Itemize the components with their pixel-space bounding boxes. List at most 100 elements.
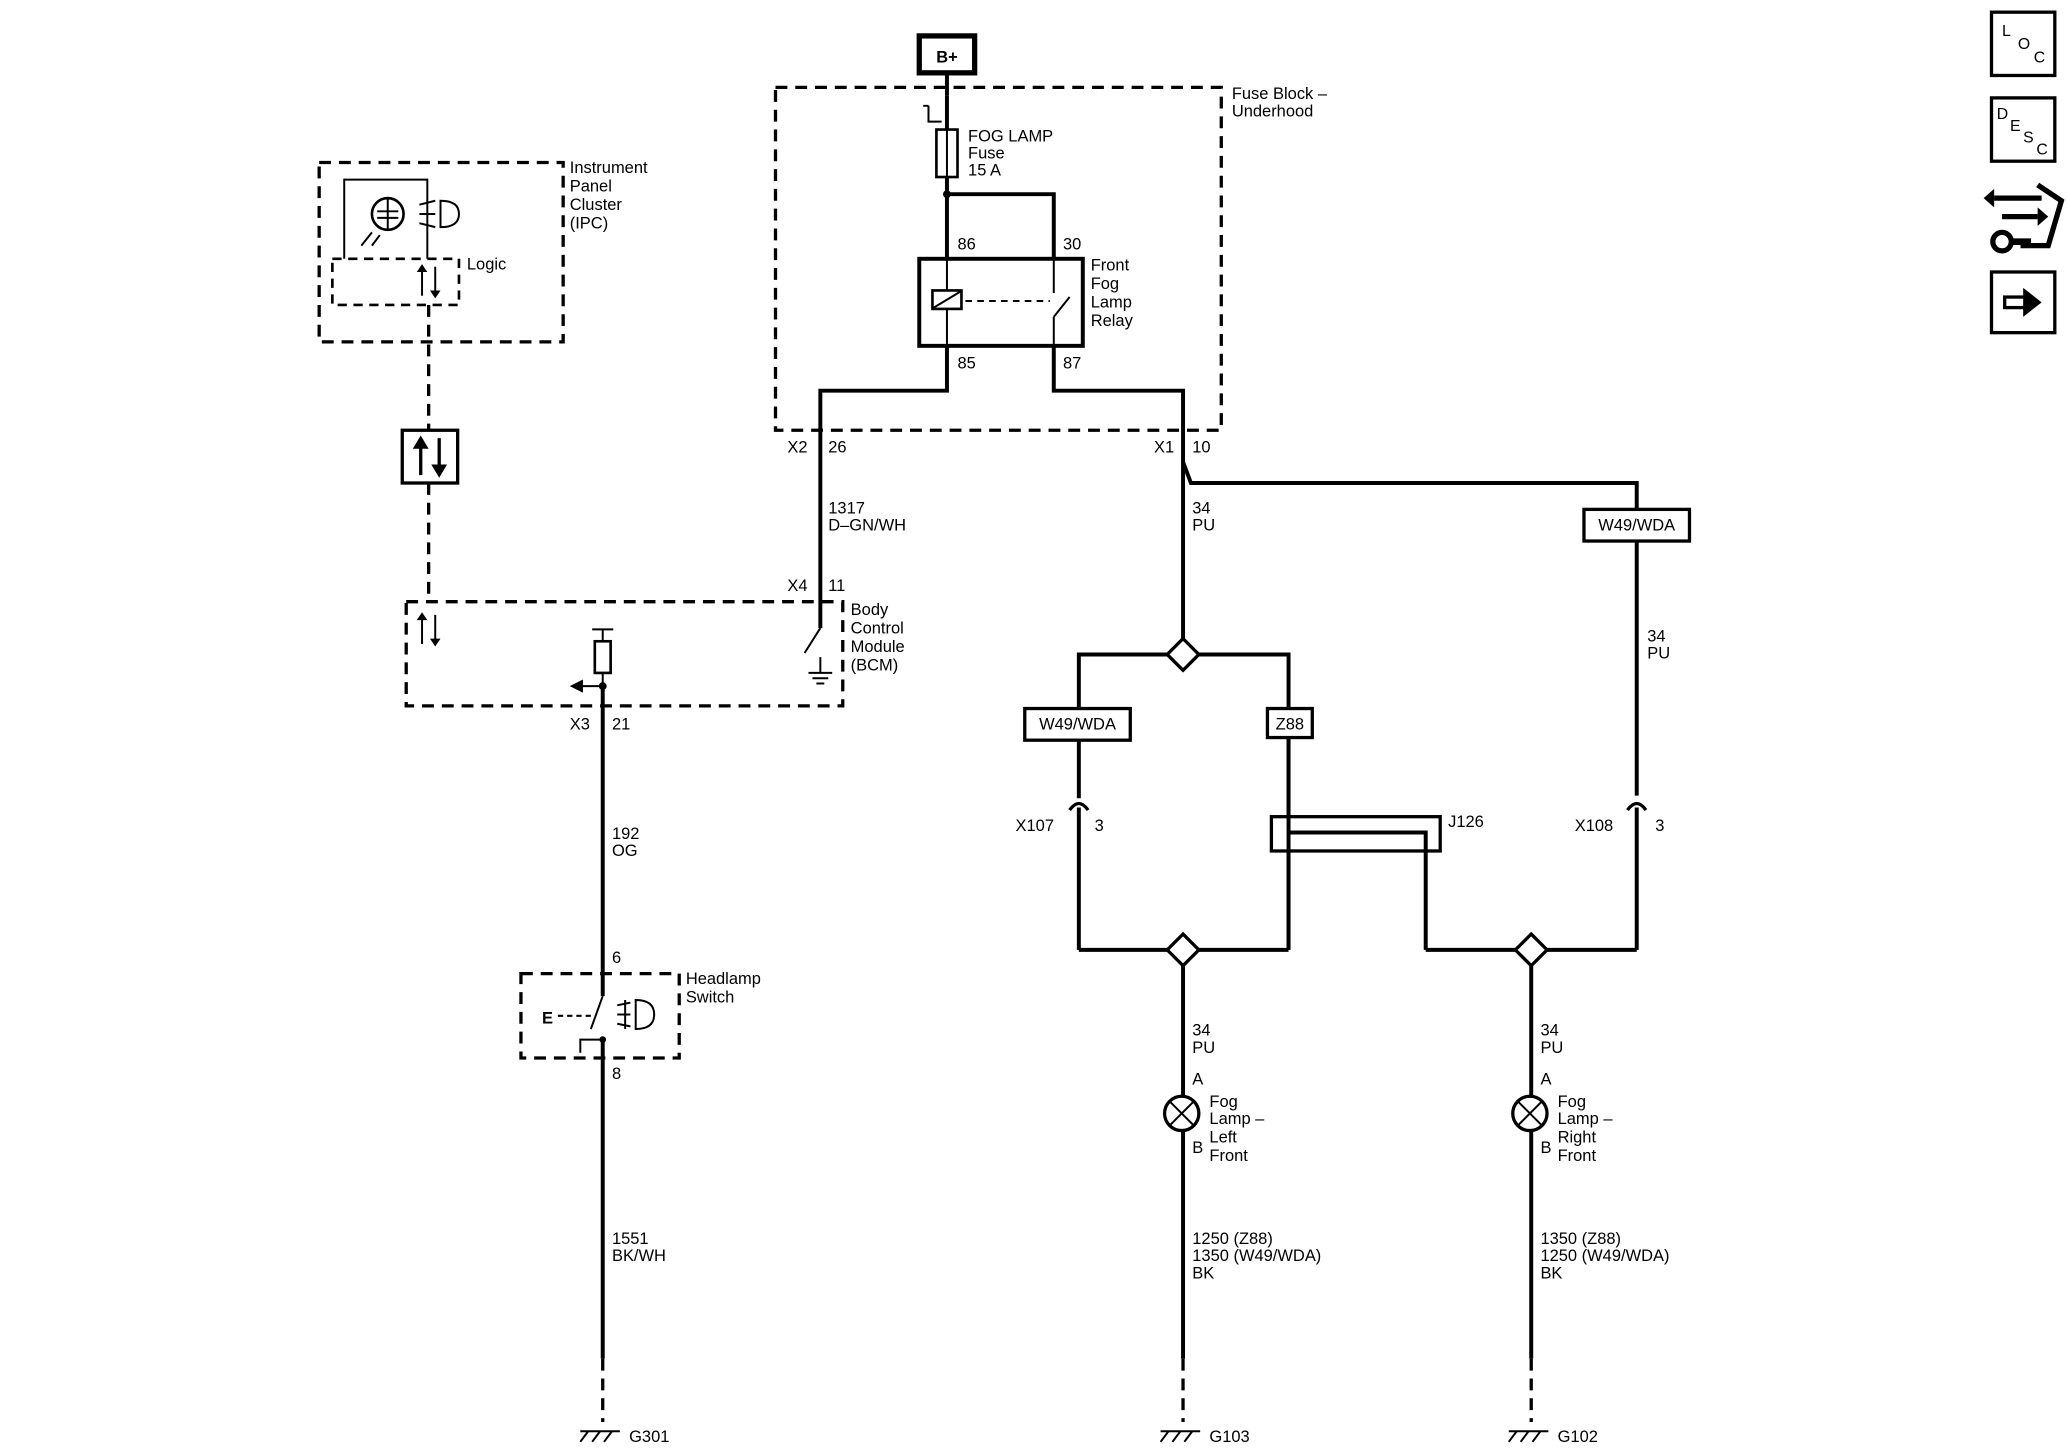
wrench-arrows-icon: [1983, 182, 2065, 254]
fog-lamp-fuse: [935, 128, 959, 179]
svg-text:34: 34: [1192, 499, 1210, 517]
svg-text:30: 30: [1063, 236, 1081, 254]
front-fog-lamp-relay: [917, 256, 1085, 348]
ground-g301-icon: [579, 1430, 620, 1443]
svg-text:Lamp –: Lamp –: [1209, 1110, 1265, 1128]
svg-text:FOG LAMP: FOG LAMP: [968, 127, 1053, 145]
serial-data-icon: [400, 428, 460, 485]
splice-left: [1164, 931, 1202, 969]
svg-text:6: 6: [612, 949, 621, 967]
svg-text:1250 (Z88): 1250 (Z88): [1192, 1230, 1273, 1248]
svg-text:34: 34: [1540, 1022, 1558, 1040]
svg-text:Fuse: Fuse: [968, 145, 1005, 163]
svg-text:PU: PU: [1540, 1039, 1563, 1057]
svg-text:(IPC): (IPC): [570, 214, 608, 232]
svg-text:BK/WH: BK/WH: [612, 1247, 666, 1265]
svg-text:X108: X108: [1575, 817, 1613, 835]
svg-text:X1: X1: [1154, 439, 1174, 457]
fog-lamp-right-front: [1511, 1094, 1549, 1133]
svg-text:1551: 1551: [612, 1230, 649, 1248]
svg-text:Right: Right: [1558, 1128, 1597, 1146]
svg-text:BK: BK: [1192, 1264, 1214, 1282]
svg-text:PU: PU: [1647, 644, 1670, 662]
svg-text:E: E: [2010, 118, 2021, 135]
svg-text:E: E: [542, 1010, 553, 1028]
svg-text:26: 26: [828, 439, 846, 457]
svg-text:L: L: [2002, 23, 2011, 40]
instrument-panel-cluster: [317, 160, 565, 344]
svg-text:34: 34: [1192, 1022, 1210, 1040]
fuse-block-underhood: [773, 85, 1223, 432]
option-w49-wda-top-right: W49/WDA: [1582, 507, 1692, 543]
svg-text:Front: Front: [1209, 1147, 1248, 1165]
svg-text:86: 86: [958, 236, 976, 254]
svg-text:J126: J126: [1448, 813, 1484, 831]
next-button[interactable]: [1989, 270, 2057, 335]
svg-text:Fuse Block –: Fuse Block –: [1232, 85, 1328, 103]
fog-indicator-icon: [360, 196, 460, 247]
svg-text:8: 8: [612, 1065, 621, 1083]
svg-text:PU: PU: [1192, 1039, 1215, 1057]
svg-text:X4: X4: [787, 577, 807, 595]
svg-text:BK: BK: [1540, 1264, 1562, 1282]
splice-top: [1164, 636, 1202, 673]
svg-text:A: A: [1192, 1070, 1203, 1088]
svg-text:G301: G301: [629, 1428, 669, 1446]
svg-text:Instrument: Instrument: [570, 159, 648, 177]
svg-text:D–GN/WH: D–GN/WH: [828, 516, 906, 534]
svg-text:C: C: [2034, 49, 2045, 66]
svg-text:Logic: Logic: [467, 255, 506, 273]
svg-text:W49/WDA: W49/WDA: [1039, 716, 1116, 734]
svg-text:O: O: [2018, 36, 2030, 53]
battery-supply: B+: [916, 33, 978, 76]
svg-text:10: 10: [1192, 439, 1210, 457]
svg-text:A: A: [1540, 1070, 1551, 1088]
svg-text:Fog: Fog: [1091, 275, 1119, 293]
svg-text:B: B: [1540, 1139, 1551, 1157]
repair-procedures-button[interactable]: [1983, 182, 2065, 254]
svg-text:Panel: Panel: [570, 178, 612, 196]
headlamp-icon: [617, 999, 656, 1031]
svg-text:Underhood: Underhood: [1232, 102, 1314, 120]
svg-text:C: C: [2036, 142, 2047, 159]
splice-right: [1513, 931, 1550, 969]
svg-text:85: 85: [958, 354, 976, 372]
arrow-right-icon: [2003, 287, 2042, 317]
svg-text:X2: X2: [787, 439, 807, 457]
ground-g103-icon: [1159, 1430, 1201, 1443]
svg-text:3: 3: [1095, 817, 1104, 835]
svg-text:X107: X107: [1016, 817, 1054, 835]
svg-text:B+: B+: [936, 48, 958, 66]
svg-text:Fog: Fog: [1558, 1093, 1586, 1111]
body-control-module: [404, 600, 845, 708]
ground-g102-icon: [1508, 1430, 1549, 1443]
svg-text:Headlamp: Headlamp: [686, 970, 761, 988]
fog-lamp-left-front: [1162, 1094, 1201, 1133]
svg-text:34: 34: [1647, 627, 1665, 645]
option-w49-wda-left: W49/WDA: [1023, 706, 1132, 742]
svg-text:Switch: Switch: [686, 989, 735, 1007]
svg-text:21: 21: [612, 716, 630, 734]
svg-text:3: 3: [1655, 817, 1664, 835]
loc-button[interactable]: L O C: [1989, 10, 2057, 78]
data-arrows-icon: [416, 264, 441, 299]
option-z88: Z88: [1265, 706, 1314, 740]
svg-text:Relay: Relay: [1091, 312, 1134, 330]
svg-text:1350 (Z88): 1350 (Z88): [1540, 1230, 1621, 1248]
svg-text:Z88: Z88: [1276, 716, 1304, 734]
desc-button[interactable]: D E S C: [1989, 96, 2057, 163]
svg-text:PU: PU: [1192, 516, 1215, 534]
svg-text:192: 192: [612, 825, 639, 843]
svg-text:Front: Front: [1558, 1147, 1597, 1165]
svg-text:11: 11: [828, 577, 845, 595]
svg-text:1317: 1317: [828, 499, 865, 517]
svg-text:G103: G103: [1209, 1428, 1249, 1446]
svg-text:Body: Body: [851, 601, 889, 619]
svg-text:1250 (W49/WDA): 1250 (W49/WDA): [1540, 1247, 1669, 1265]
svg-text:OG: OG: [612, 842, 638, 860]
bcm-data-arrows-icon: [416, 612, 441, 647]
svg-text:(BCM): (BCM): [851, 656, 899, 674]
svg-text:S: S: [2023, 130, 2034, 147]
svg-text:Fog: Fog: [1209, 1093, 1237, 1111]
